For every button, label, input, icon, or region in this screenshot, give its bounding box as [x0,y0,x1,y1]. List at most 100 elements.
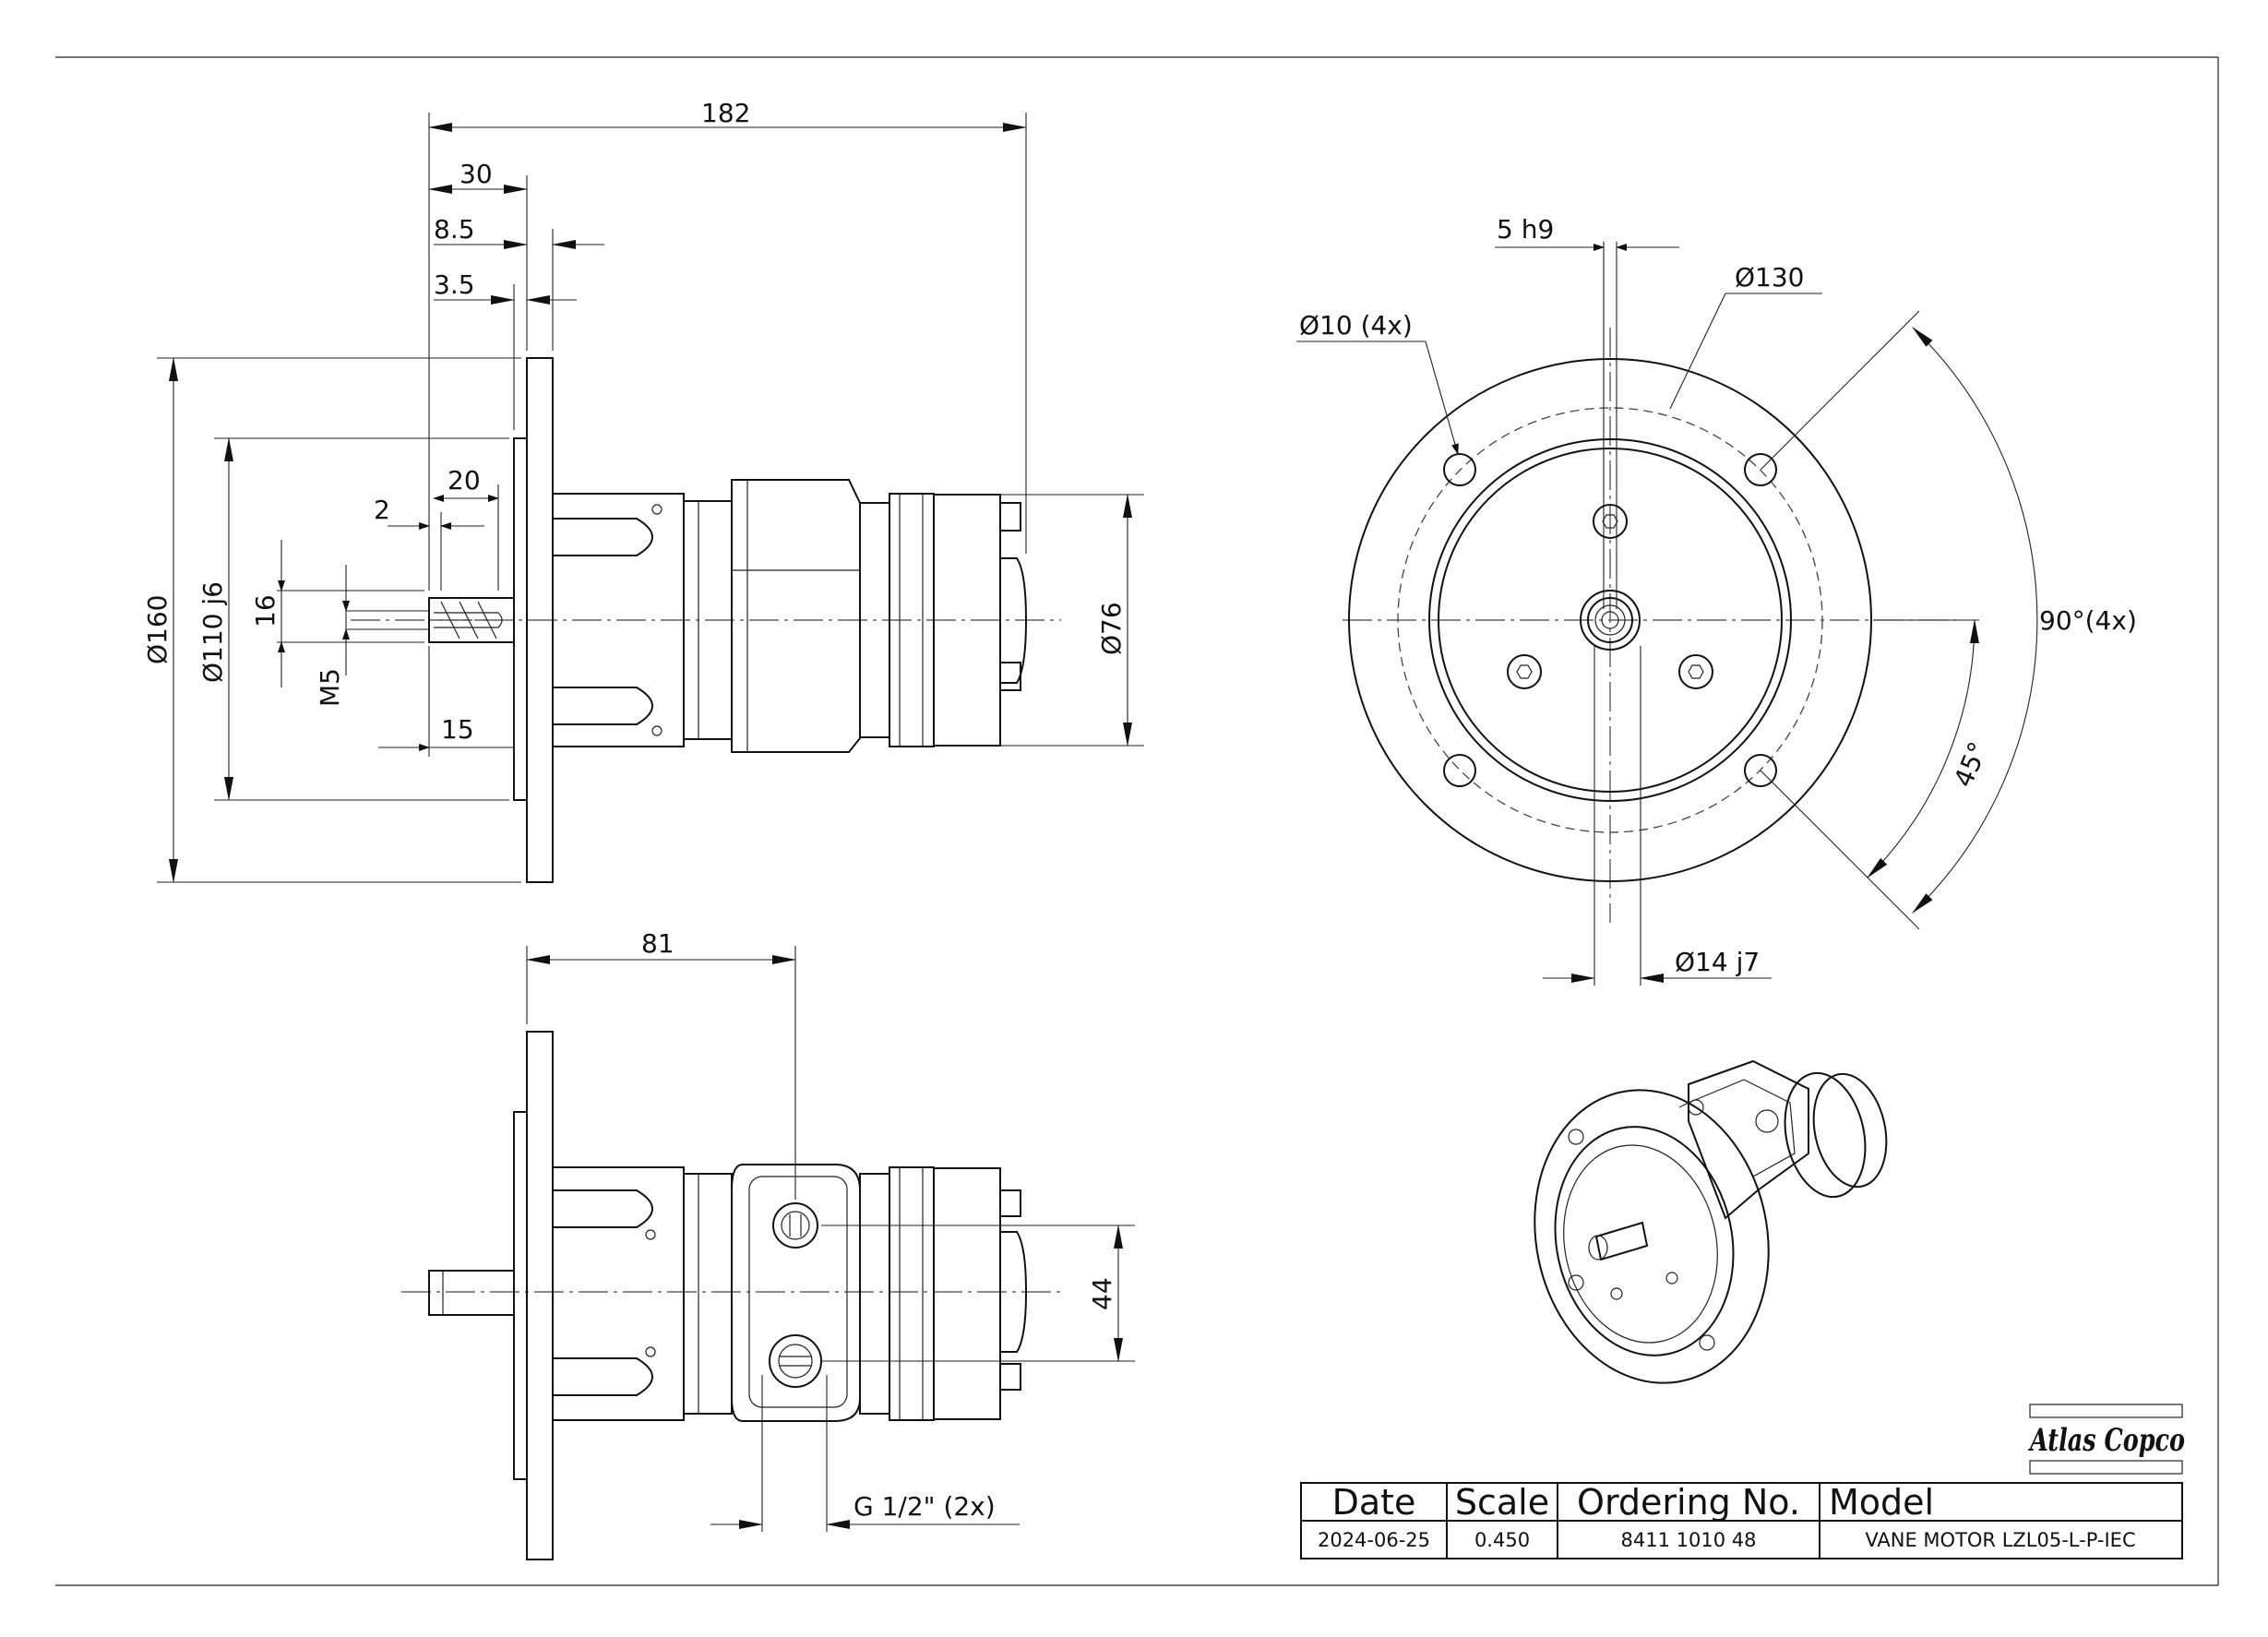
iso-screw [1665,1272,1678,1285]
adapter-housing [552,1166,685,1421]
dim-dia-76: Ø76 [1096,602,1127,655]
tb-value-date: 2024-06-25 [1318,1529,1430,1551]
mounting-hole [1744,754,1777,787]
logo-wordmark: Atlas Copco [2028,1422,2185,1459]
dim-30: 30 [460,159,493,189]
screw [645,1346,656,1357]
spigot-outline [1428,438,1792,802]
mounting-hole [1443,754,1476,787]
mounting-hole [1443,453,1476,486]
iso-flange [1534,1089,1770,1384]
dim-overall-length: 182 [701,98,750,128]
end-boss-lower [999,1363,1021,1391]
shaft-end [1587,597,1633,643]
slot-lower [553,1357,653,1396]
valve-block-face [748,1176,848,1408]
tb-header-scale: Scale [1455,1482,1549,1523]
iso-shaft-end [1588,1235,1608,1261]
tb-value-ordering-no: 8411 1010 48 [1621,1529,1757,1551]
dim-3-5: 3.5 [434,269,475,300]
tb-header-model: Model [1829,1482,1934,1523]
iso-screw [1610,1287,1623,1300]
socket-screw [1678,654,1713,689]
side-view: 182 30 8.5 3.5 20 2 15 [142,98,1144,883]
dim-key-width: 5 h9 [1497,214,1554,245]
valve-block [731,1164,861,1422]
tb-header-ordering-no: Ordering No. [1577,1482,1800,1523]
hex-socket [1602,514,1618,529]
dim-shaft-dia: Ø14 j7 [1675,947,1760,977]
port-lower [778,1344,813,1379]
dim-15: 15 [441,714,474,745]
port-lower [769,1334,822,1388]
hex-socket [1516,664,1533,679]
shaft-end [1594,604,1626,636]
dim-angle-90: 90°(4x) [2039,605,2137,636]
dim-mounting-holes: Ø10 (4x) [1299,310,1413,341]
iso-flange-inner [1554,1126,1735,1356]
iso-hole [1568,1274,1584,1291]
isometric-view [1534,1059,1888,1384]
iso-rear-ring [1784,1071,1867,1199]
dim-44: 44 [1087,1277,1117,1310]
end-boss-upper [999,502,1021,532]
rear-ring [859,1173,890,1415]
flange-plate [526,1031,554,1560]
motor-shaft [428,1270,515,1316]
dim-dia-110: Ø110 j6 [197,581,228,683]
screw-lower [651,725,662,736]
atlas-copco-logo: Atlas Copco [2028,1404,2185,1475]
dim-ports: G 1/2" (2x) [853,1491,996,1522]
motor-shaft [428,597,515,643]
end-cover [1000,1231,1028,1353]
port-upper [772,1202,818,1249]
screw-upper [651,504,662,515]
hex-socket [1688,664,1704,679]
shaft-hatch [440,601,460,639]
end-boss-upper [999,1189,1021,1217]
iso-end-cap [1812,1072,1888,1189]
dim-8-5: 8.5 [434,214,475,245]
end-boss-lower [999,662,1021,691]
iso-hole [1699,1334,1715,1351]
dim-angle-45: 45° [1948,737,1994,792]
socket-screw [1507,654,1542,689]
shaft-hatch [459,601,479,639]
flange-spigot [513,1111,528,1480]
end-cover [1000,557,1028,684]
housing-ring [683,1173,733,1415]
shaft-hatch [477,601,497,639]
dim-2: 2 [374,495,390,525]
dim-81: 81 [641,928,674,959]
socket-screw [1593,504,1628,539]
rear-ring [889,1166,935,1421]
dim-16: 16 [250,594,281,627]
dim-dia-160: Ø160 [142,595,173,664]
shaft-keyway [434,612,503,628]
screw [645,1229,656,1240]
tb-value-scale: 0.450 [1474,1529,1530,1551]
logo-bar-bottom [2029,1460,2183,1475]
port-upper [781,1211,810,1240]
tb-value-model: VANE MOTOR LZL05-L-P-IEC [1865,1529,2135,1551]
iso-body [1688,1059,1809,1220]
front-view: 5 h9 Ø130 Ø10 (4x) 90°(4x) 45° Ø14 j7 [1296,214,2137,986]
iso-shaft [1594,1221,1649,1261]
logo-bar-top [2029,1404,2183,1418]
mounting-hole [1744,453,1777,486]
dim-20: 20 [448,465,481,496]
title-block: Date Scale Ordering No. Model 2024-06-25… [1300,1482,2183,1559]
iso-valve-block [1678,1079,1796,1177]
iso-flange-spigot [1563,1144,1718,1344]
dim-m5: M5 [315,668,345,707]
slot-upper [553,518,653,556]
top-view: 81 44 G 1/2" (2x) [401,928,1135,1560]
slot-lower [553,687,653,725]
spigot-inner [1438,448,1783,793]
dim-bolt-circle: Ø130 [1735,262,1804,293]
end-cap [933,1167,1001,1420]
bolt-circle [1397,407,1823,833]
iso-port [1755,1109,1779,1133]
iso-hole [1568,1129,1584,1145]
